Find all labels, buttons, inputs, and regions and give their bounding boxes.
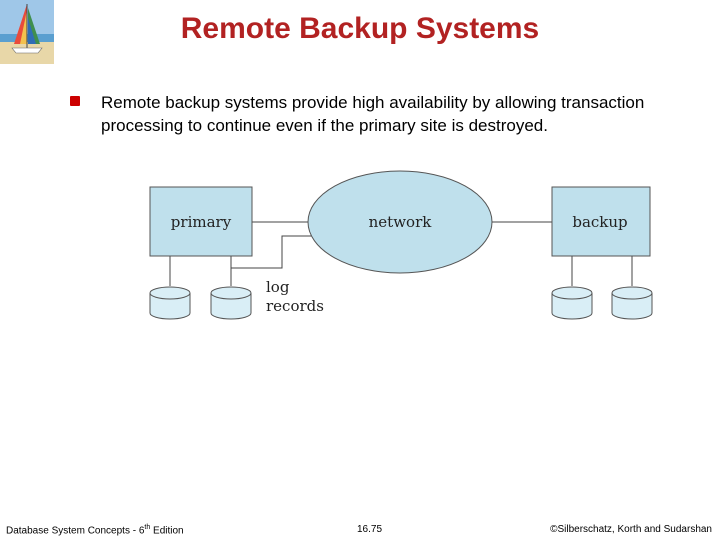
- primary-label: primary: [171, 213, 232, 231]
- slide-title: Remote Backup Systems: [180, 12, 540, 45]
- backup-disk-1: [551, 286, 593, 320]
- network-label: network: [369, 213, 433, 231]
- footer-left: Database System Concepts - 6th Edition: [6, 524, 184, 536]
- backup-box: [551, 186, 651, 257]
- footer-edition: Edition: [150, 525, 184, 537]
- network-ellipse: [307, 170, 493, 274]
- backup-disk-2: [611, 286, 653, 320]
- footer-book-title: Database System Concepts - 6: [6, 525, 145, 537]
- sailboat-logo-icon: [0, 0, 54, 64]
- log-records-link: [230, 235, 318, 269]
- backup-label: backup: [572, 213, 627, 231]
- bullet-marker: [70, 96, 80, 106]
- records-label: records: [266, 297, 324, 315]
- footer-page-number: 16.75: [357, 524, 383, 535]
- log-label: log: [266, 278, 290, 296]
- bullet-text: Remote backup systems provide high avail…: [101, 93, 645, 135]
- primary-disk-2: [210, 286, 252, 320]
- footer-copyright: ©Silberschatz, Korth and Sudarshan: [550, 524, 712, 535]
- primary-box: [149, 186, 253, 257]
- connection-lines: [169, 221, 633, 286]
- primary-disk-1: [149, 286, 191, 320]
- footer-edition-sup: th: [144, 524, 151, 531]
